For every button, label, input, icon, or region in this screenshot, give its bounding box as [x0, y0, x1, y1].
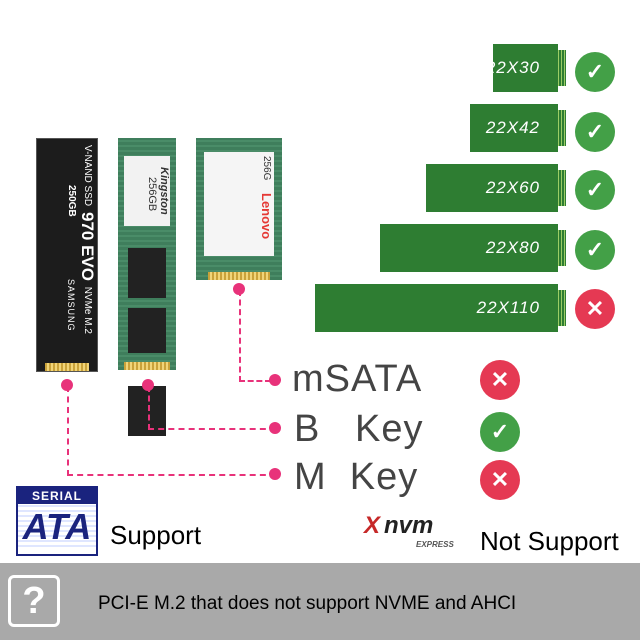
kingston-ssd: Kingston 256GB [118, 138, 176, 436]
footer-bar: ? PCI-E M.2 that does not support NVME a… [0, 563, 640, 640]
lenovo-msata: 256G Lenovo [196, 138, 282, 280]
nvm-logo-sub: EXPRESS [416, 540, 454, 549]
connector-dot [142, 379, 154, 391]
connector-dot [269, 422, 281, 434]
question-icon: ? [8, 575, 60, 627]
cross-icon: ✕ [480, 460, 520, 500]
type-label-m-key: M Key [294, 456, 419, 498]
size-label: 22X42 [485, 118, 540, 137]
sata-logo-top: SERIAL [18, 488, 96, 504]
drive-capacity: 256G [261, 156, 272, 181]
check-icon: ✓ [575, 52, 615, 92]
drive-model: 970 EVO [78, 211, 97, 281]
connector-line [239, 290, 271, 382]
cross-icon: ✕ [575, 289, 615, 329]
connector-line [148, 386, 276, 430]
check-icon: ✓ [575, 230, 615, 270]
not-support-label: Not Support [480, 526, 619, 556]
type-label-msata: mSATA [292, 358, 423, 400]
check-icon: ✓ [575, 112, 615, 152]
drive-text: NVMe M.2 [82, 286, 93, 334]
drive-brand: SAMSUNG [66, 279, 76, 332]
size-bar-22x42: 22X42 [470, 104, 566, 152]
connector-dot [269, 374, 281, 386]
footer-text: PCI-E M.2 that does not support NVME and… [98, 593, 517, 614]
size-label: 22X110 [476, 298, 540, 317]
check-icon: ✓ [480, 412, 520, 452]
nvm-express-logo: X nvm EXPRESS [364, 512, 476, 556]
nvm-logo-main: nvm [384, 512, 434, 539]
size-label: 22X80 [485, 238, 540, 257]
size-bar-22x80: 22X80 [380, 224, 566, 272]
size-label: 22X30 [485, 58, 540, 77]
size-bar-22x110: 22X110 [315, 284, 566, 332]
size-bar-22x30: 22X30 [486, 44, 566, 92]
type-label-b-key: B Key [294, 408, 424, 450]
check-icon: ✓ [575, 170, 615, 210]
cross-icon: ✕ [480, 360, 520, 400]
drive-text: V-NAND SSD [82, 145, 93, 207]
connector-dot [269, 468, 281, 480]
sata-logo-main: ATA [18, 504, 96, 550]
drive-brand: Lenovo [259, 193, 274, 240]
samsung-ssd: V-NAND SSD 970 EVO NVMe M.2 250GB SAMSUN… [36, 138, 98, 372]
nvm-logo-x: X [364, 512, 381, 539]
size-label: 22X60 [485, 178, 540, 197]
support-label: Support [110, 520, 202, 550]
connector-dot [61, 379, 73, 391]
connector-dot [233, 283, 245, 295]
drive-capacity: 250GB [66, 185, 77, 217]
connector-line [67, 386, 276, 476]
sata-logo: SERIAL ATA [16, 486, 98, 556]
drive-capacity: 256GB [146, 176, 158, 212]
size-bar-22x60: 22X60 [426, 164, 566, 212]
drive-brand: Kingston [158, 167, 170, 215]
